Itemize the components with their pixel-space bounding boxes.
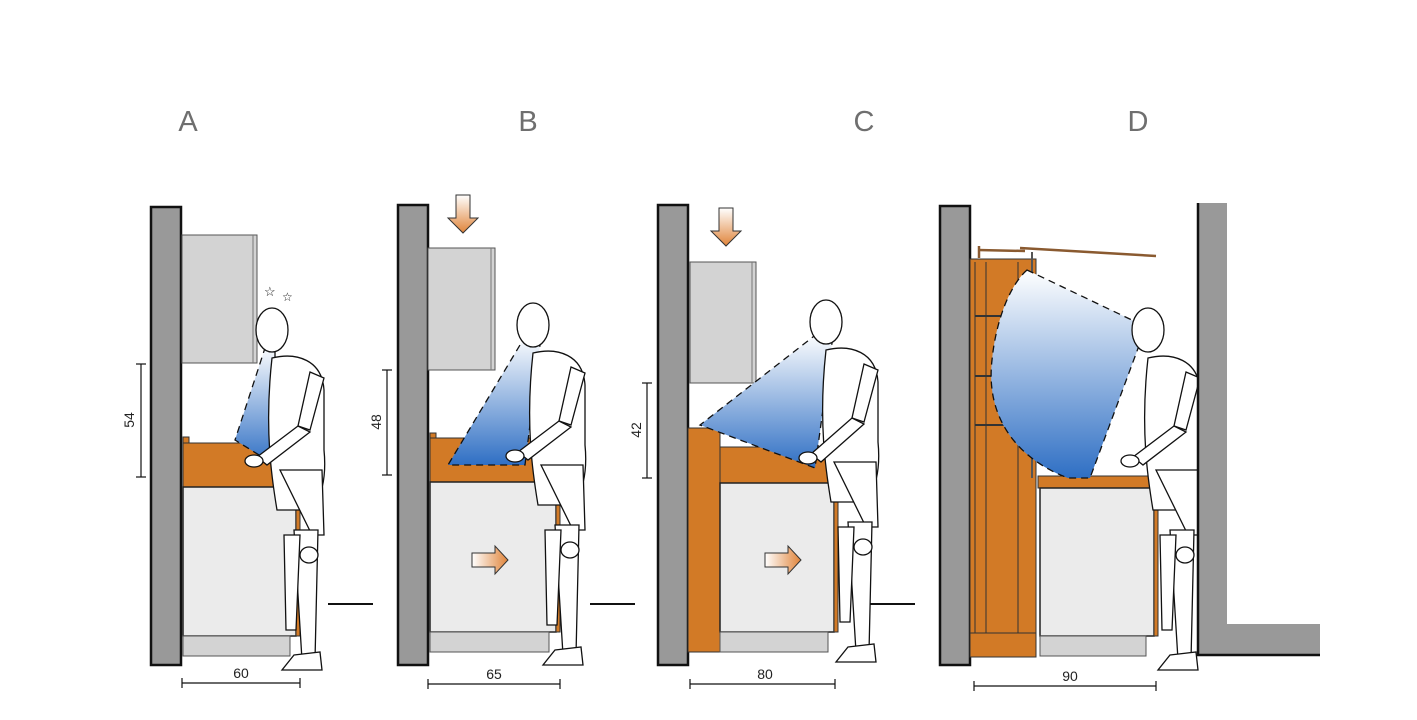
back-leg [837, 526, 855, 623]
knee [299, 546, 319, 564]
forearm [1131, 425, 1188, 466]
svg-text:☆: ☆ [282, 290, 293, 304]
plinth [719, 631, 829, 653]
upper-cabinet [427, 247, 496, 371]
mannequin-figure [244, 307, 326, 671]
foot [541, 646, 584, 666]
wall [938, 204, 972, 667]
base-cabinet [182, 486, 297, 637]
head [809, 299, 843, 345]
knee [853, 538, 873, 556]
foot [280, 651, 323, 671]
arrow-right-icon [471, 544, 509, 576]
arrow-right-icon [764, 544, 802, 576]
arrow-down-icon [446, 194, 480, 234]
base-cabinet [1039, 487, 1155, 637]
mannequin-figure [798, 299, 880, 663]
back-leg [1159, 534, 1177, 631]
plinth [1039, 635, 1147, 657]
height-dimension-label: 48 [368, 414, 384, 430]
width-dimension-label: 80 [757, 666, 773, 682]
hand [1120, 454, 1140, 468]
upper-cabinet [689, 261, 757, 384]
countertop [1037, 475, 1161, 489]
svg-text:☆: ☆ [264, 284, 276, 299]
height-dimension-label: 54 [121, 412, 137, 428]
panel-label-d: D [1128, 106, 1149, 138]
back-leg [283, 534, 301, 631]
panel-label-a: A [178, 106, 198, 138]
hand [798, 451, 818, 465]
upper-arm [1173, 371, 1201, 431]
light-cone [698, 332, 833, 469]
wall [656, 203, 690, 667]
mannequin-figure [505, 302, 587, 666]
panel-label-b: B [518, 106, 537, 138]
dizzy-stars-icon: ☆☆ [264, 284, 293, 304]
upper-arm [851, 363, 879, 423]
knee [1175, 546, 1195, 564]
wall [149, 205, 183, 667]
head [516, 302, 550, 348]
panel-label-c: C [854, 106, 875, 138]
width-dimension-label: 65 [486, 666, 502, 682]
forearm [255, 425, 312, 466]
back-leg [544, 529, 562, 626]
panel-d: 90 [938, 203, 1320, 691]
arrow-down-icon [709, 207, 743, 247]
head [255, 307, 289, 353]
tall-side-panel [687, 427, 721, 653]
hand [505, 449, 525, 463]
panel-a: ☆☆ 54 60 [121, 205, 373, 688]
opposite-wall [1196, 203, 1320, 657]
height-dimension-label: 42 [628, 422, 644, 438]
light-cone [990, 269, 1141, 479]
mannequin-figure [1120, 307, 1202, 671]
light-cone [446, 334, 541, 466]
panel-b: 48 65 [368, 194, 635, 689]
hip [832, 461, 879, 528]
panel-c: 42 80 [628, 203, 915, 689]
width-dimension-label: 60 [233, 665, 249, 681]
upper-arm [297, 371, 325, 431]
foot [834, 643, 877, 663]
wall [396, 203, 430, 667]
forearm [809, 417, 866, 463]
hand [244, 454, 264, 468]
upper-arm [558, 366, 586, 426]
plinth [429, 631, 550, 653]
width-dimension-label: 90 [1062, 668, 1078, 684]
knee [560, 541, 580, 559]
wall-lamp-arm [977, 246, 1157, 258]
forearm [516, 420, 573, 461]
head [1131, 307, 1165, 353]
hip [278, 469, 325, 536]
plinth [182, 635, 291, 657]
hip [539, 464, 586, 531]
foot [1156, 651, 1199, 671]
upper-cabinet [181, 234, 258, 364]
